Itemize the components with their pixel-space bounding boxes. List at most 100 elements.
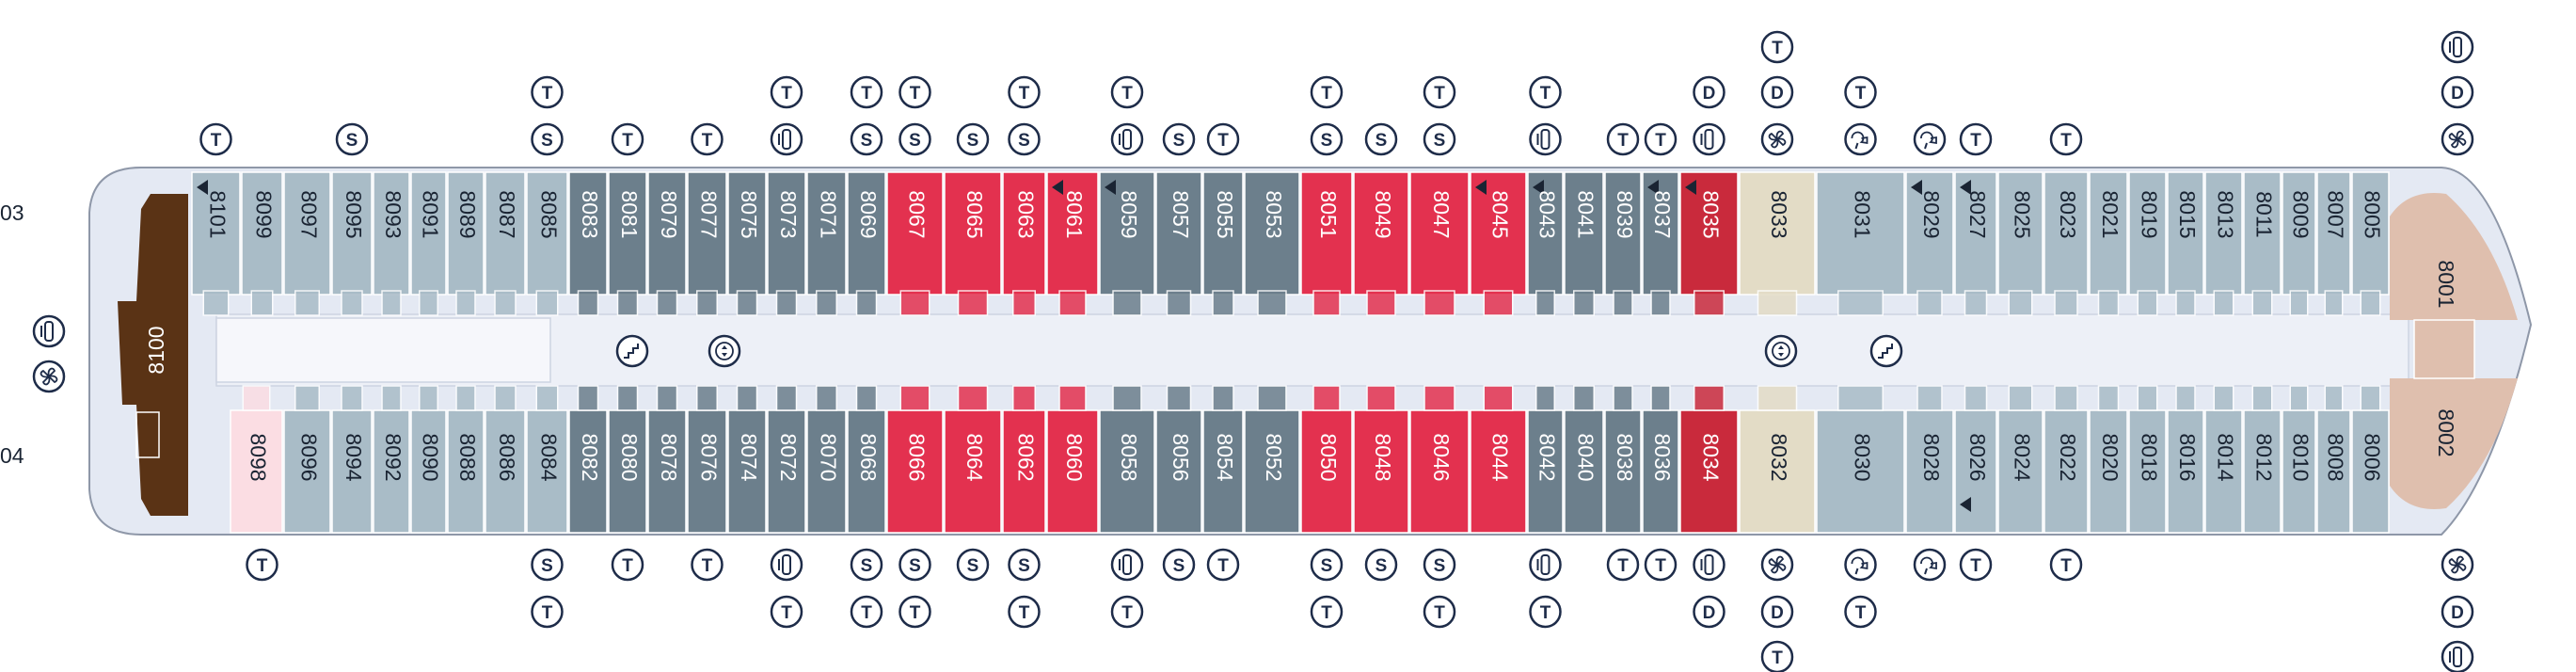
cabin-8064[interactable] [944, 385, 1002, 534]
cabin-8095[interactable] [331, 171, 373, 316]
cabin-8036[interactable] [1642, 385, 1679, 534]
cabin-8084[interactable] [526, 385, 568, 534]
cabin-8014[interactable] [2204, 385, 2243, 534]
cabin-8098[interactable] [230, 385, 283, 534]
cabin-8030[interactable] [1816, 385, 1905, 534]
cabin-8007[interactable] [2316, 171, 2351, 316]
cabin-8061[interactable] [1046, 171, 1099, 316]
cabin-8060[interactable] [1046, 385, 1099, 534]
cabin-8041[interactable] [1564, 171, 1604, 316]
cabin-8097[interactable] [283, 171, 331, 316]
cabin-8093[interactable] [373, 171, 410, 316]
cabin-8028[interactable] [1905, 385, 1954, 534]
cabin-8019[interactable] [2128, 171, 2167, 316]
cabin-8091[interactable] [410, 171, 447, 316]
cabin-8057[interactable] [1155, 171, 1202, 316]
cabin-8008[interactable] [2316, 385, 2351, 534]
cabin-8099[interactable] [241, 171, 283, 316]
cabin-8035[interactable] [1679, 171, 1739, 316]
cabin-8054[interactable] [1202, 385, 1244, 534]
cabin-8074[interactable] [727, 385, 767, 534]
cabin-8020[interactable] [2089, 385, 2128, 534]
cabin-8072[interactable] [767, 385, 806, 534]
cabin-8032[interactable] [1739, 385, 1816, 534]
cabin-8048[interactable] [1353, 385, 1409, 534]
cabin-8088[interactable] [447, 385, 485, 534]
cabin-8038[interactable] [1604, 385, 1642, 534]
cabin-8058[interactable] [1099, 385, 1155, 534]
cabin-8090[interactable] [410, 385, 447, 534]
cabin-8018[interactable] [2128, 385, 2167, 534]
cabin-8023[interactable] [2043, 171, 2089, 316]
cabin-8025[interactable] [1997, 171, 2043, 316]
cabin-8062[interactable] [1002, 385, 1046, 534]
cabin-8078[interactable] [647, 385, 687, 534]
cabin-8066[interactable] [886, 385, 944, 534]
cabin-8010[interactable] [2282, 385, 2316, 534]
cabin-8044[interactable] [1470, 385, 1527, 534]
cabin-8027[interactable] [1954, 171, 1997, 316]
cabin-8076[interactable] [687, 385, 727, 534]
cabin-8053[interactable] [1244, 171, 1300, 316]
cabin-8034[interactable] [1679, 385, 1739, 534]
cabin-8077[interactable] [687, 171, 727, 316]
cabin-label: 8002 [2434, 408, 2458, 456]
cabin-8051[interactable] [1300, 171, 1353, 316]
cabin-8015[interactable] [2167, 171, 2204, 316]
cabin-8073[interactable] [767, 171, 806, 316]
cabin-8065[interactable] [944, 171, 1002, 316]
cabin-8029[interactable] [1905, 171, 1954, 316]
cabin-8002[interactable] [2390, 378, 2518, 509]
cabin-8042[interactable] [1527, 385, 1564, 534]
cabin-8043[interactable] [1527, 171, 1564, 316]
cabin-8070[interactable] [806, 385, 847, 534]
cabin-8059[interactable] [1099, 171, 1155, 316]
cabin-8100[interactable] [118, 194, 188, 516]
cabin-8080[interactable] [608, 385, 647, 534]
cabin-8024[interactable] [1997, 385, 2043, 534]
cabin-8050[interactable] [1300, 385, 1353, 534]
cabin-8006[interactable] [2351, 385, 2390, 534]
cabin-8081[interactable] [608, 171, 647, 316]
cabin-8047[interactable] [1409, 171, 1470, 316]
cabin-8079[interactable] [647, 171, 687, 316]
cabin-8092[interactable] [373, 385, 410, 534]
cabin-8101[interactable] [191, 171, 241, 316]
cabin-8068[interactable] [847, 385, 886, 534]
cabin-8001[interactable] [2390, 193, 2518, 320]
cabin-8033[interactable] [1739, 171, 1816, 316]
cabin-8005-room [2351, 171, 2390, 296]
cabin-8087[interactable] [485, 171, 526, 316]
cabin-8005[interactable] [2351, 171, 2390, 316]
cabin-8096[interactable] [283, 385, 331, 534]
cabin-8082[interactable] [568, 385, 608, 534]
cabin-8089[interactable] [447, 171, 485, 316]
cabin-8052[interactable] [1244, 385, 1300, 534]
cabin-8037[interactable] [1642, 171, 1679, 316]
cabin-8094[interactable] [331, 385, 373, 534]
cabin-8056[interactable] [1155, 385, 1202, 534]
cabin-8012[interactable] [2243, 385, 2282, 534]
cabin-8022[interactable] [2043, 385, 2089, 534]
cabin-8039[interactable] [1604, 171, 1642, 316]
cabin-8055[interactable] [1202, 171, 1244, 316]
cabin-8075[interactable] [727, 171, 767, 316]
cabin-8016[interactable] [2167, 385, 2204, 534]
cabin-8069[interactable] [847, 171, 886, 316]
cabin-8067[interactable] [886, 171, 944, 316]
cabin-8086[interactable] [485, 385, 526, 534]
cabin-8021[interactable] [2089, 171, 2128, 316]
cabin-8046[interactable] [1409, 385, 1470, 534]
cabin-8045[interactable] [1470, 171, 1527, 316]
cabin-8071[interactable] [806, 171, 847, 316]
cabin-8085[interactable] [526, 171, 568, 316]
cabin-8026[interactable] [1954, 385, 1997, 534]
cabin-8013[interactable] [2204, 171, 2243, 316]
cabin-8083[interactable] [568, 171, 608, 316]
cabin-8011[interactable] [2243, 171, 2282, 316]
cabin-8040[interactable] [1564, 385, 1604, 534]
cabin-8049[interactable] [1353, 171, 1409, 316]
cabin-8031[interactable] [1816, 171, 1905, 316]
cabin-8063[interactable] [1002, 171, 1046, 316]
cabin-8009[interactable] [2282, 171, 2316, 316]
